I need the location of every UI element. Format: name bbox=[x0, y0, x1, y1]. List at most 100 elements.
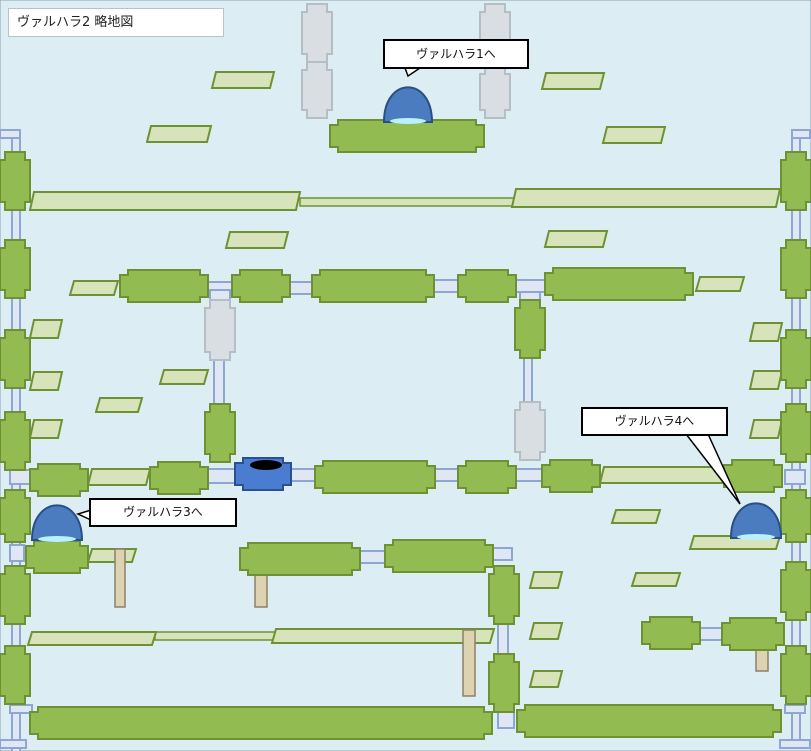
connector-tube bbox=[359, 550, 389, 564]
green-block bbox=[0, 411, 31, 471]
green-platform bbox=[329, 119, 485, 153]
green-block bbox=[204, 403, 236, 463]
ledge-platform bbox=[598, 466, 730, 484]
green-platform bbox=[457, 460, 517, 494]
ledge-platform bbox=[28, 191, 302, 211]
green-block bbox=[0, 329, 31, 389]
green-platform bbox=[721, 617, 785, 651]
ledge-platform bbox=[543, 230, 609, 248]
green-platform bbox=[541, 459, 601, 493]
ledge-platform bbox=[748, 370, 784, 390]
green-platform bbox=[25, 540, 89, 574]
green-platform bbox=[384, 539, 494, 573]
faded-block bbox=[514, 401, 546, 461]
ledge-platform bbox=[86, 468, 152, 486]
green-block bbox=[780, 489, 811, 543]
connector-tube bbox=[699, 627, 725, 641]
connector-tube bbox=[0, 129, 21, 139]
green-platform bbox=[29, 706, 493, 740]
green-block bbox=[780, 645, 811, 705]
ledge-platform bbox=[158, 369, 210, 385]
ledge-platform bbox=[28, 419, 64, 439]
connector-tube bbox=[9, 544, 25, 562]
exit-label-valhalla4: ヴァルハラ4へ bbox=[581, 407, 728, 436]
exit-label-valhalla3: ヴァルハラ3へ bbox=[89, 498, 237, 527]
green-platform bbox=[29, 463, 89, 497]
green-block bbox=[488, 653, 520, 713]
portal-glow bbox=[390, 118, 426, 124]
map-title: ヴァルハラ2 略地図 bbox=[8, 8, 224, 37]
ledge-platform bbox=[145, 125, 213, 143]
green-platform bbox=[149, 461, 209, 495]
warp-portal-valhalla1 bbox=[382, 86, 434, 123]
green-block bbox=[0, 565, 31, 625]
ledge-platform bbox=[68, 280, 120, 296]
connector-tube bbox=[784, 469, 806, 485]
green-block bbox=[780, 329, 811, 389]
support-pillar bbox=[462, 629, 476, 697]
green-platform bbox=[544, 267, 694, 301]
connector-tube bbox=[9, 469, 31, 485]
connector-tube bbox=[432, 468, 462, 482]
ledge-platform bbox=[224, 231, 290, 249]
green-platform bbox=[239, 542, 361, 576]
support-pillar bbox=[114, 548, 126, 608]
connector-tube bbox=[204, 468, 236, 484]
exit-label-valhalla1: ヴァルハラ1へ bbox=[383, 39, 529, 69]
connector-tube bbox=[514, 279, 546, 293]
green-block bbox=[0, 489, 31, 543]
connector-tube bbox=[432, 279, 462, 293]
ledge-platform bbox=[528, 622, 564, 640]
rail-bridge bbox=[299, 197, 516, 207]
faded-block bbox=[301, 61, 333, 119]
faded-block bbox=[204, 299, 236, 361]
connector-tube bbox=[287, 468, 317, 482]
green-block bbox=[514, 299, 546, 359]
green-block bbox=[780, 561, 811, 621]
ledge-platform bbox=[28, 371, 64, 391]
connector-tube bbox=[791, 129, 811, 139]
connector-tube bbox=[9, 704, 33, 714]
ledge-platform bbox=[601, 126, 667, 144]
connector-tube bbox=[779, 739, 811, 749]
warp-portal-valhalla4 bbox=[729, 502, 783, 539]
green-platform bbox=[723, 459, 783, 493]
green-platform bbox=[231, 269, 291, 303]
ledge-platform bbox=[694, 276, 746, 292]
ledge-platform bbox=[94, 397, 144, 413]
ledge-platform bbox=[528, 571, 564, 589]
faded-block bbox=[479, 65, 511, 119]
green-block bbox=[0, 151, 31, 211]
green-platform bbox=[641, 616, 701, 650]
green-platform bbox=[314, 460, 436, 494]
ledge-platform bbox=[748, 322, 784, 342]
green-platform bbox=[311, 269, 435, 303]
green-platform bbox=[119, 269, 209, 303]
ledge-platform bbox=[26, 631, 158, 646]
connector-tube bbox=[784, 704, 806, 714]
portal-glow bbox=[737, 534, 775, 540]
connector-tube bbox=[514, 468, 546, 482]
ledge-platform bbox=[610, 509, 662, 524]
connector-tube bbox=[491, 547, 513, 561]
ledge-platform bbox=[510, 188, 782, 208]
ledge-platform bbox=[28, 319, 64, 339]
faded-block bbox=[301, 3, 333, 63]
connector-tube bbox=[0, 739, 27, 749]
ledge-platform bbox=[630, 572, 682, 587]
portal-glow bbox=[38, 536, 76, 542]
green-block bbox=[780, 403, 811, 463]
green-platform bbox=[457, 269, 517, 303]
green-block bbox=[0, 239, 31, 299]
rail-bridge bbox=[154, 631, 276, 641]
ledge-platform bbox=[748, 419, 784, 439]
hole-marker bbox=[250, 460, 282, 470]
green-platform bbox=[516, 704, 782, 738]
green-block bbox=[0, 645, 31, 705]
connector-tube bbox=[519, 291, 541, 301]
ledge-platform bbox=[210, 71, 276, 89]
ledge-platform bbox=[270, 628, 496, 644]
ledge-platform bbox=[540, 72, 606, 90]
